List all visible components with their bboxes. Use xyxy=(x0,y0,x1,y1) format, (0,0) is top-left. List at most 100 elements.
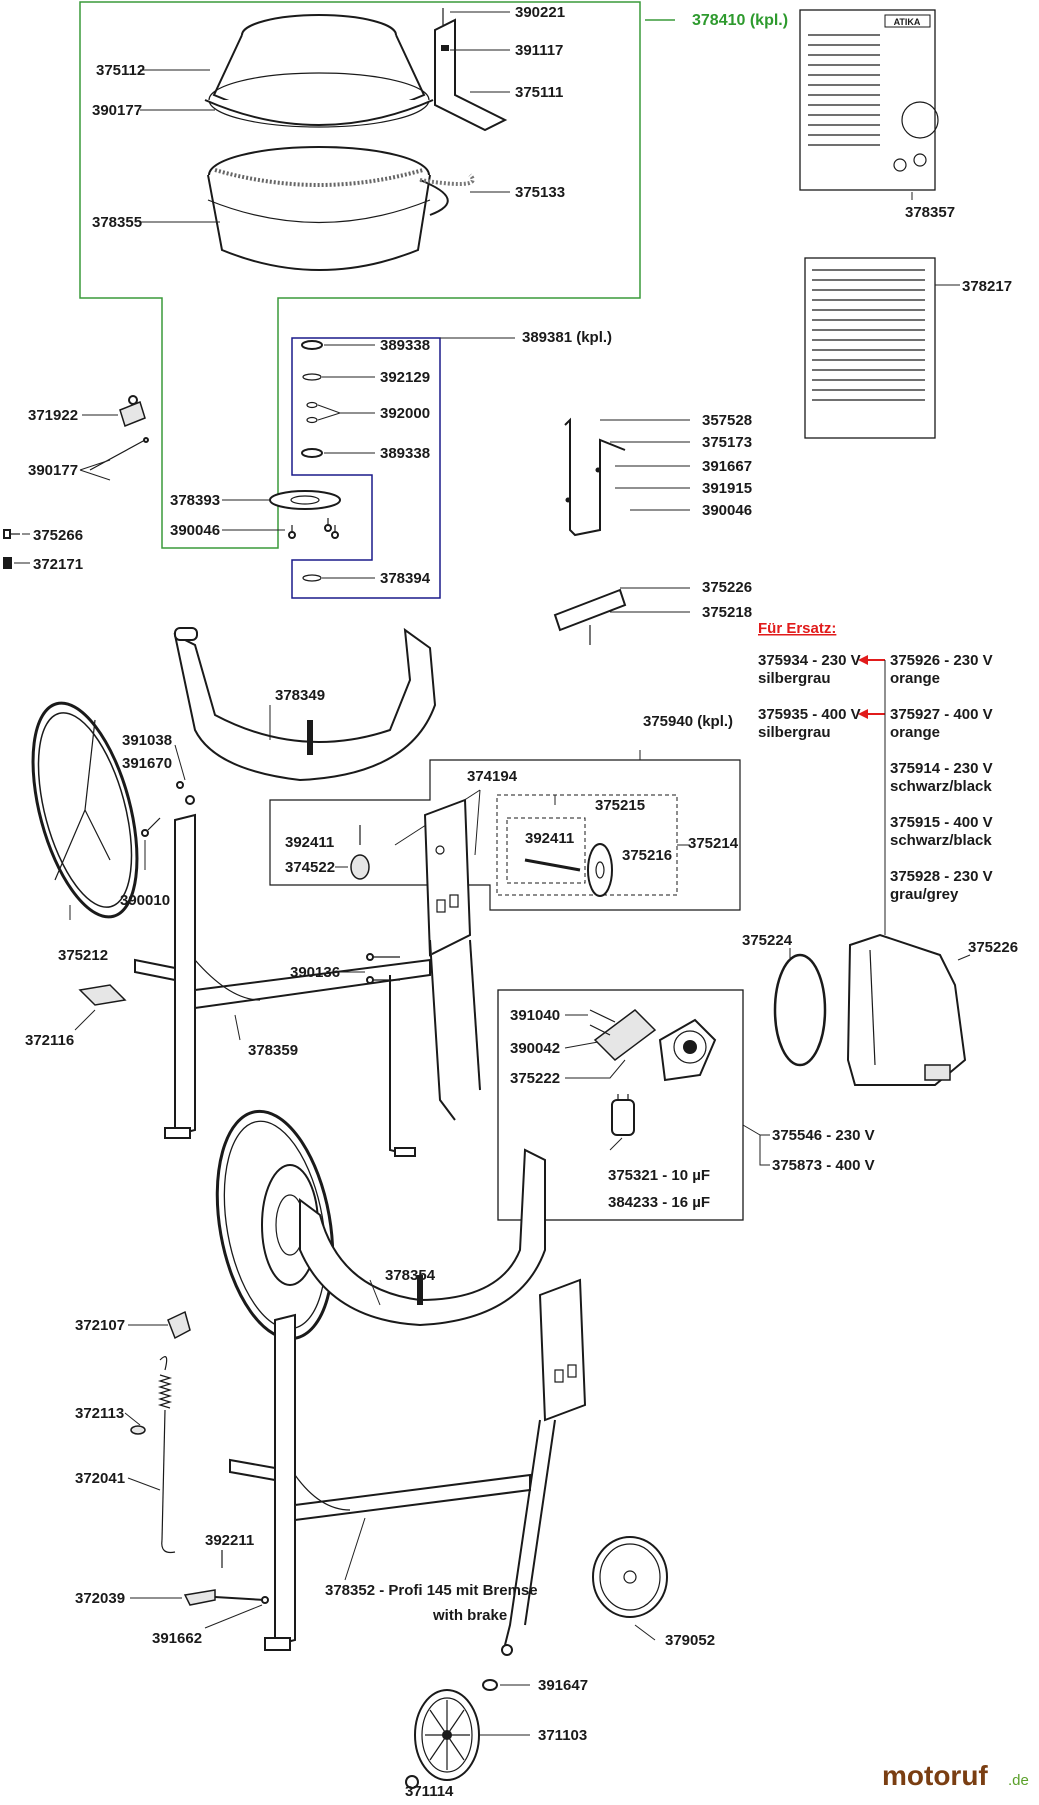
red-arrow-icon xyxy=(858,655,885,719)
label-392000: 392000 xyxy=(380,405,430,422)
label-389338-top: 389338 xyxy=(380,337,430,354)
oring-small-part xyxy=(306,416,318,424)
motor-cover-part xyxy=(846,933,967,1086)
axle-part xyxy=(524,858,581,872)
label-391667: 391667 xyxy=(702,458,752,475)
label-375222: 375222 xyxy=(510,1070,560,1087)
brake-lever-part xyxy=(183,1589,266,1606)
label-375112: 375112 xyxy=(96,62,145,79)
watermark-suffix: .de xyxy=(1008,1772,1029,1789)
label-372041: 372041 xyxy=(75,1470,125,1487)
label-375173: 375173 xyxy=(702,434,752,451)
label-392211: 392211 xyxy=(205,1532,254,1549)
seal-ring-part xyxy=(419,173,475,216)
label-390042: 390042 xyxy=(510,1040,560,1057)
washer-small-part xyxy=(176,781,184,789)
bolts-part xyxy=(366,953,400,984)
nut-part xyxy=(185,795,195,805)
rail-part xyxy=(553,588,627,645)
motor-box xyxy=(497,989,744,1221)
cap-part xyxy=(3,557,12,569)
label-391915: 391915 xyxy=(702,480,752,497)
label-357528: 357528 xyxy=(702,412,752,429)
drum-bottom-part xyxy=(207,146,431,271)
front-wheel-part xyxy=(414,1689,480,1781)
label-375218: 375218 xyxy=(702,604,752,621)
oring-small-part xyxy=(306,401,318,409)
label-372039: 372039 xyxy=(75,1590,125,1607)
manual-sheet-2 xyxy=(804,257,936,439)
label-375873: 375873 - 400 V xyxy=(772,1157,875,1174)
pin-part xyxy=(89,437,149,471)
label-378393: 378393 xyxy=(170,492,220,509)
label-378217: 378217 xyxy=(962,278,1012,295)
replacement-right-3-code: 375914 - 230 V xyxy=(890,760,993,777)
label-391662: 391662 xyxy=(152,1630,202,1647)
label-375266: 375266 xyxy=(33,527,83,544)
label-375940: 375940 (kpl.) xyxy=(643,713,733,730)
bearing-kit-box xyxy=(291,337,441,599)
washer-part xyxy=(301,448,323,458)
bolt-part xyxy=(141,817,161,837)
label-372113: 372113 xyxy=(75,1405,124,1422)
label-378394: 378394 xyxy=(380,570,431,587)
motor-bracket-part xyxy=(564,417,626,537)
replacement-right-3-color: schwarz/black xyxy=(890,778,992,795)
label-391670: 391670 xyxy=(122,755,172,772)
label-375133: 375133 xyxy=(515,184,565,201)
replacement-right-1-color: orange xyxy=(890,670,940,687)
replacement-right-4-code: 375915 - 400 V xyxy=(890,814,993,831)
clip-part xyxy=(119,395,146,427)
handwheel-part xyxy=(31,701,139,919)
replacement-left-2-color: silbergrau xyxy=(758,724,831,741)
label-384233: 384233 - 16 µF xyxy=(608,1194,710,1211)
label-391117: 391117 xyxy=(515,42,563,59)
oring-part xyxy=(302,574,322,582)
bearing-flange-part xyxy=(269,490,341,510)
label-378352: 378352 - Profi 145 mit Bremse xyxy=(325,1582,538,1599)
label-392411-outer: 392411 xyxy=(285,834,334,851)
label-372171: 372171 xyxy=(33,556,83,573)
label-390046-left: 390046 xyxy=(170,522,220,539)
label-372107: 372107 xyxy=(75,1317,125,1334)
label-378349: 378349 xyxy=(275,687,325,704)
replacement-right-1-code: 375926 - 230 V xyxy=(890,652,993,669)
brake-wheel-part xyxy=(587,843,613,897)
axle-subkit-box xyxy=(506,817,586,884)
label-375226-right: 375226 xyxy=(968,939,1018,956)
label-378354: 378354 xyxy=(385,1267,436,1284)
washer-part xyxy=(301,340,323,350)
motor-part xyxy=(658,1018,717,1082)
screws-part xyxy=(288,518,339,539)
oring-part xyxy=(302,373,322,381)
replacement-right-2-code: 375927 - 400 V xyxy=(890,706,993,723)
replacement-right-5-code: 375928 - 230 V xyxy=(890,868,993,885)
motor-mount-part xyxy=(589,1009,657,1061)
label-375226-top: 375226 xyxy=(702,579,752,596)
watermark-brand: motoruf xyxy=(882,1760,988,1791)
replacement-right-2-color: orange xyxy=(890,724,940,741)
label-375224: 375224 xyxy=(742,932,793,949)
label-391040: 391040 xyxy=(510,1007,560,1024)
label-390136: 390136 xyxy=(290,964,340,981)
label-374194: 374194 xyxy=(467,768,518,785)
label-390177-left: 390177 xyxy=(28,462,78,479)
replacement-left-2-code: 375935 - 400 V xyxy=(758,706,861,723)
replacement-left-1-code: 375934 - 230 V xyxy=(758,652,861,669)
label-391647: 391647 xyxy=(538,1677,588,1694)
label-372116: 372116 xyxy=(25,1032,74,1049)
side-plate-part xyxy=(423,798,472,957)
yoke-part xyxy=(173,627,437,782)
label-392411-inner: 392411 xyxy=(525,830,574,847)
label-391038: 391038 xyxy=(122,732,172,749)
manual-brand-logo: ATIKA xyxy=(894,17,921,27)
brake-kit-box xyxy=(269,759,741,911)
washer-part xyxy=(482,1679,498,1691)
label-374522: 374522 xyxy=(285,859,335,876)
replacement-right-4-color: schwarz/black xyxy=(890,832,992,849)
wheel-subkit-box xyxy=(496,794,678,896)
label-389338-bottom: 389338 xyxy=(380,445,430,462)
label-390221: 390221 xyxy=(515,4,565,21)
